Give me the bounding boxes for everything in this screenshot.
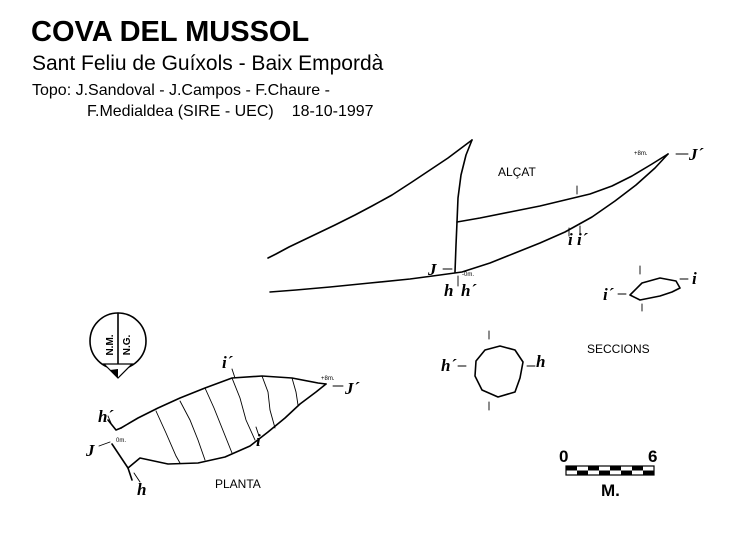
location-subtitle: Sant Feliu de Guíxols - Baix Empordà (32, 52, 384, 75)
plan-tick-h (133, 472, 141, 483)
elevation-label-j: J (427, 260, 437, 279)
section-label-h-prime: h´ (441, 356, 457, 375)
elevation-label-h: h (444, 281, 453, 300)
scale-segment-2 (577, 470, 588, 475)
plan-tick-i (255, 426, 260, 437)
scale-min-label: 0 (559, 447, 568, 466)
elevation-floor-line (269, 153, 669, 293)
plan-label-j-prime: J´ (344, 379, 361, 398)
scale-unit-label: M. (601, 481, 620, 500)
plan-passage-curve-3 (204, 387, 233, 454)
elevation-slope-line (267, 139, 473, 259)
section-label-i-prime: i´ (603, 285, 615, 304)
sections-caption: SECCIONS (587, 342, 650, 356)
plan-depth-end: +8m. (321, 376, 335, 382)
scale-segment-7 (632, 466, 643, 471)
section-label-h: h (536, 352, 545, 371)
survey-date: 18-10-1997 (291, 103, 374, 120)
plan-label-j: J (85, 441, 95, 460)
surveyors-line-2-text: F.Medialdea (SIRE - UEC) (87, 103, 274, 120)
plan-tick-i-prime (231, 368, 236, 379)
elevation-view: ALÇAT +8m. -0m. J´ J h h´ i i´ (267, 139, 705, 300)
north-label-magnetic: N.M. (105, 334, 116, 355)
cave-title: COVA DEL MUSSOL (31, 16, 310, 48)
plan-view: +8m. 0m. i´ i h´ h J J´ PLANTA (85, 353, 361, 499)
plan-passage-curve-2 (179, 400, 206, 461)
north-arrow-fill (110, 369, 118, 378)
plan-passage-curve-5 (261, 375, 276, 429)
plan-tick-h-prime (107, 415, 112, 424)
scale-segment-8 (643, 470, 654, 475)
plan-label-h: h (137, 480, 146, 499)
plan-depth-entrance: 0m. (116, 438, 126, 444)
plan-label-i-prime: i´ (222, 353, 234, 372)
plan-label-h-prime: h´ (98, 407, 114, 426)
elevation-label-i-pair: i i´ (568, 230, 589, 249)
elevation-depth-end: +8m. (634, 151, 648, 157)
north-label-geographic: N.G. (122, 335, 133, 356)
plan-upper-wall (120, 375, 327, 429)
section-h-outline (474, 345, 524, 398)
plan-passage-curve-1 (155, 410, 181, 464)
plan-entrance-bottom (111, 443, 129, 469)
elevation-cliff-line (454, 139, 473, 273)
plan-caption: PLANTA (215, 477, 261, 491)
plan-passage-curve-6 (291, 377, 299, 406)
surveyors-line-2: F.Medialdea (SIRE - UEC) 18-10-1997 (87, 103, 374, 121)
elevation-caption: ALÇAT (498, 165, 536, 179)
scale-max-label: 6 (648, 447, 657, 466)
section-label-i: i (692, 269, 697, 288)
plan-entrance-top (107, 419, 122, 431)
scale-segment-4 (599, 470, 610, 475)
plan-passage-curve-4 (231, 377, 256, 441)
scale-segment-6 (621, 470, 632, 475)
elevation-upper-wall (456, 153, 669, 223)
plan-lower-wall (127, 383, 327, 481)
elevation-depth-entrance: -0m. (462, 272, 474, 278)
scale-segment-3 (588, 466, 599, 471)
scale-bar: 0 6 M. (559, 447, 657, 500)
section-i-outline (629, 277, 681, 301)
plan-j-leader (98, 441, 111, 447)
elevation-label-j-prime: J´ (688, 145, 705, 164)
plan-label-i: i (256, 431, 261, 450)
north-arrow: N.M. N.G. (89, 312, 147, 379)
sections-view: h´ h i´ i SECCIONS (441, 265, 697, 411)
scale-segment-1 (566, 466, 577, 471)
elevation-label-h-prime: h´ (461, 281, 477, 300)
surveyors-line-1: Topo: J.Sandoval - J.Campos - F.Chaure - (32, 82, 330, 99)
scale-segment-5 (610, 466, 621, 471)
